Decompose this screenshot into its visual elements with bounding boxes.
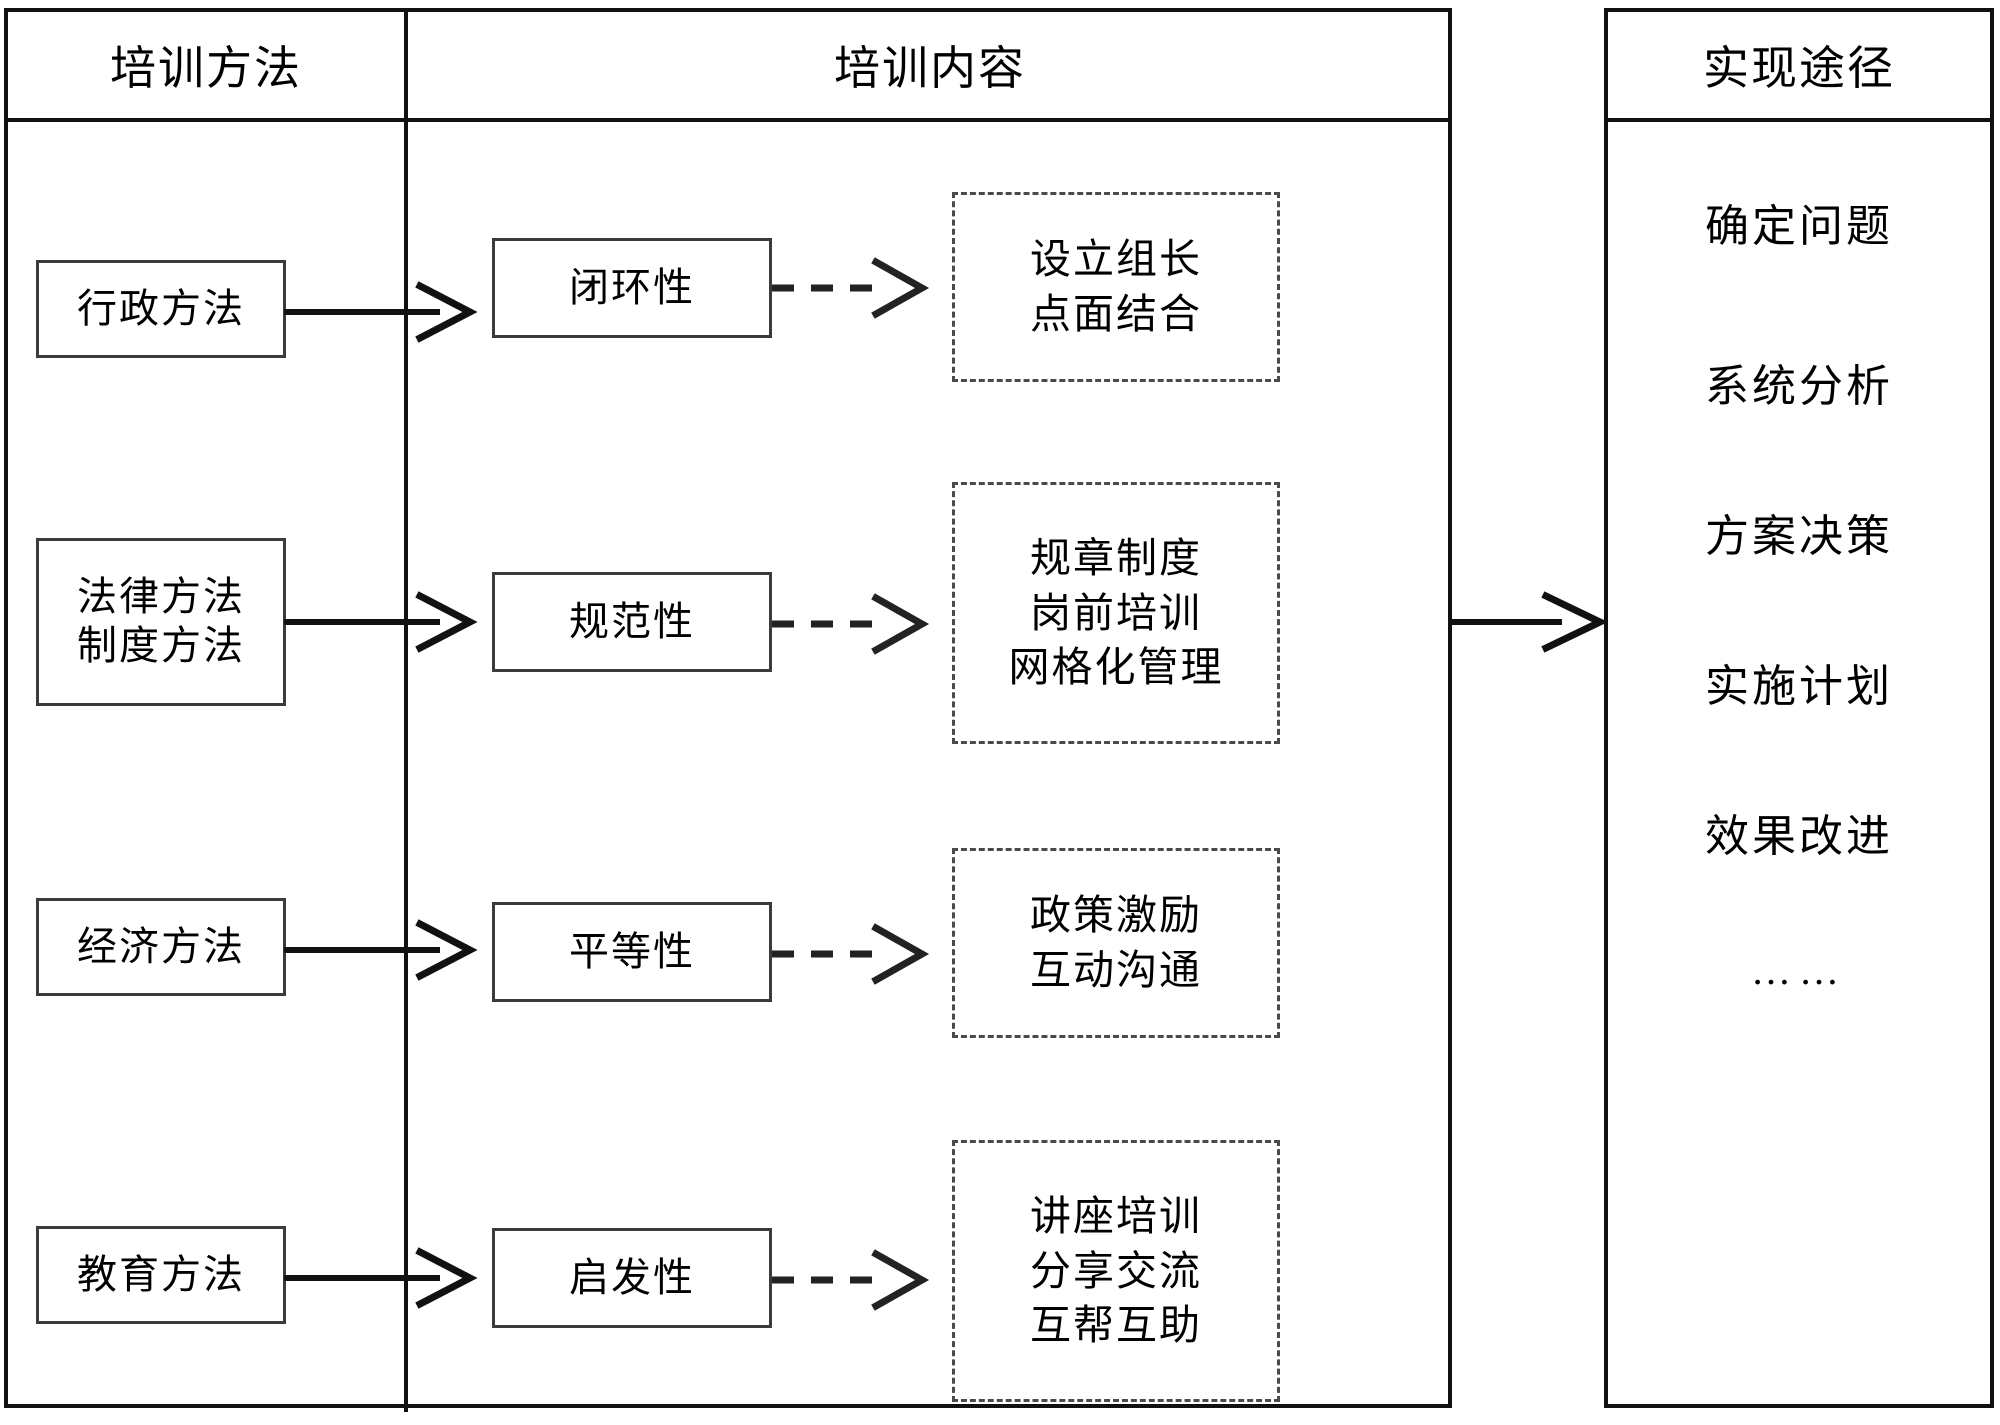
attribute-box-3[interactable]: 平等性: [492, 902, 772, 1002]
method-box-1[interactable]: 行政方法: [36, 260, 286, 358]
panel-header-training-method: 培训方法: [110, 43, 302, 94]
detail-box-4-line-1: 讲座培训: [1030, 1192, 1202, 1239]
detail-box-4[interactable]: 讲座培训 分享交流 互帮互助: [952, 1140, 1280, 1402]
method-box-3-line-1: 经济方法: [77, 923, 245, 969]
arrow-method-2-to-attribute-2: [284, 591, 478, 653]
arrow-method-1-to-attribute-1: [284, 281, 478, 343]
arrow-framework-to-path: [1452, 591, 1609, 653]
detail-box-3[interactable]: 政策激励 互动沟通: [952, 848, 1280, 1038]
column-divider-line: [404, 12, 408, 1412]
detail-box-3-line-1: 政策激励: [1030, 892, 1202, 939]
method-box-2-line-2: 制度方法: [77, 623, 245, 668]
panel-header-training-content: 培训内容: [834, 43, 1026, 94]
method-box-4-line-1: 教育方法: [77, 1251, 245, 1297]
dashed-arrow-2: [772, 593, 930, 655]
attribute-box-1-label: 闭环性: [569, 264, 695, 310]
path-item-4[interactable]: 实施计划: [1705, 662, 1893, 711]
method-box-4[interactable]: 教育方法: [36, 1226, 286, 1324]
dashed-arrow-4: [772, 1249, 930, 1311]
detail-box-3-line-2: 互动沟通: [1030, 947, 1202, 993]
method-box-2[interactable]: 法律方法 制度方法: [36, 538, 286, 706]
detail-box-4-line-3: 互帮互助: [1030, 1302, 1202, 1349]
method-box-1-line-1: 行政方法: [77, 285, 245, 331]
detail-box-2[interactable]: 规章制度 岗前培训 网格化管理: [952, 482, 1280, 744]
header-divider-line: [8, 118, 1448, 122]
panel-header-implementation-path: 实现途径: [1703, 43, 1895, 94]
detail-box-2-line-2: 岗前培训: [1030, 589, 1202, 636]
right-header-divider-line: [1608, 118, 1990, 122]
dashed-arrow-3: [772, 923, 930, 985]
method-box-3[interactable]: 经济方法: [36, 898, 286, 996]
path-item-2[interactable]: 系统分析: [1705, 362, 1893, 411]
path-item-1[interactable]: 确定问题: [1705, 202, 1893, 251]
arrow-method-4-to-attribute-4: [284, 1247, 478, 1309]
implementation-path-panel: 实现途径 确定问题 系统分析 方案决策 实施计划 效果改进 ……: [1604, 8, 1994, 1408]
detail-box-4-line-2: 分享交流: [1030, 1247, 1202, 1294]
path-item-ellipsis: ……: [1751, 948, 1847, 993]
attribute-box-3-label: 平等性: [569, 928, 695, 974]
detail-box-1-line-2: 点面结合: [1030, 291, 1202, 337]
detail-box-1-line-1: 设立组长: [1030, 236, 1202, 283]
path-item-5[interactable]: 效果改进: [1705, 812, 1893, 861]
attribute-box-2-label: 规范性: [569, 598, 695, 644]
attribute-box-2[interactable]: 规范性: [492, 572, 772, 672]
attribute-box-4-label: 启发性: [569, 1254, 695, 1300]
detail-box-1[interactable]: 设立组长 点面结合: [952, 192, 1280, 382]
detail-box-2-line-3: 网格化管理: [1008, 644, 1224, 691]
dashed-arrow-1: [772, 257, 930, 319]
method-box-2-line-1: 法律方法: [77, 574, 245, 620]
arrow-method-3-to-attribute-3: [284, 919, 478, 981]
path-item-3[interactable]: 方案决策: [1705, 512, 1893, 561]
attribute-box-4[interactable]: 启发性: [492, 1228, 772, 1328]
detail-box-2-line-1: 规章制度: [1030, 534, 1202, 581]
attribute-box-1[interactable]: 闭环性: [492, 238, 772, 338]
